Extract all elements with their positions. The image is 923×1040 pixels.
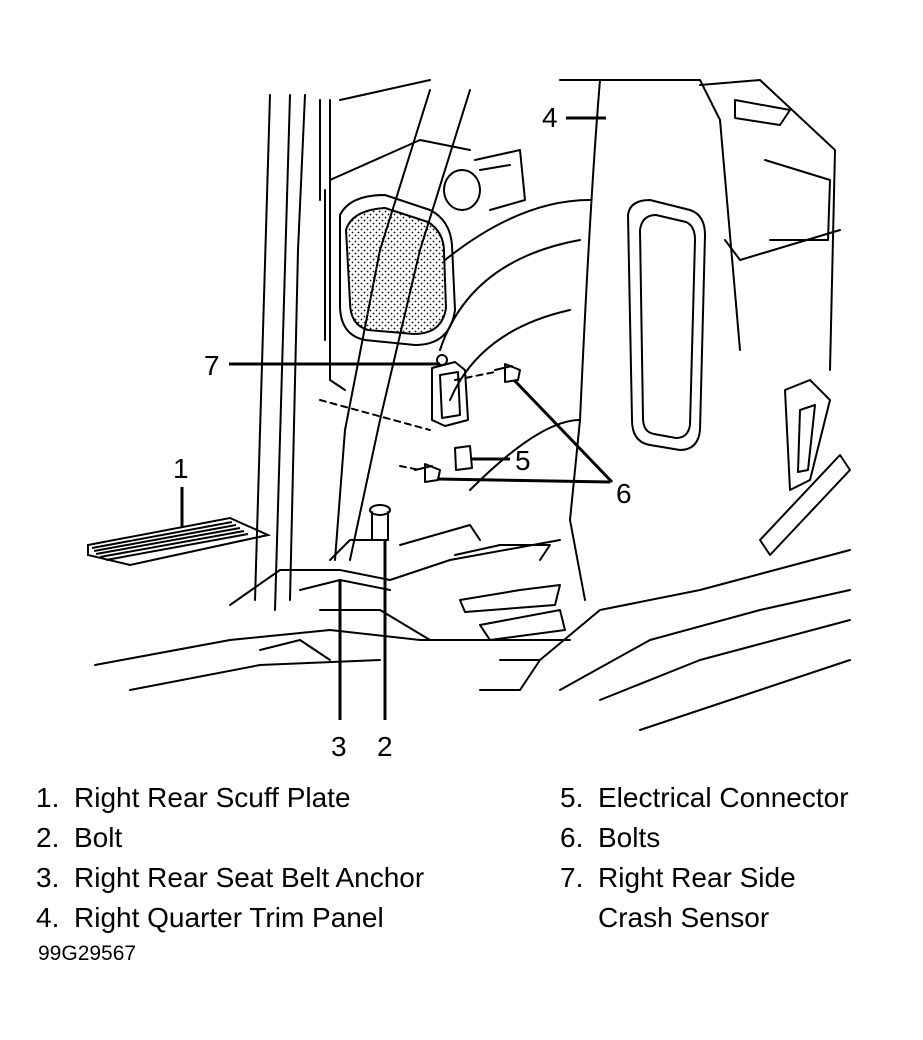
callout-3: 3 [331, 731, 347, 762]
callout-5: 5 [515, 445, 531, 476]
figure-id: 99G29567 [38, 942, 137, 965]
callout-6: 6 [616, 478, 632, 509]
leader-6a [512, 378, 614, 484]
exploded-view-diagram: 1 2 3 4 5 6 7 [87, 79, 851, 762]
legend-item-2: 2.Bolt [36, 822, 123, 853]
legend-item-7: 7.Right Rear Side [560, 862, 796, 893]
scuff-plate-drawing [87, 516, 272, 567]
legend-right-column: 5.Electrical Connector 6.Bolts 7.Right R… [560, 778, 920, 938]
legend-item-5: 5.Electrical Connector [560, 782, 849, 813]
legend-item-6: 6.Bolts [560, 822, 661, 853]
legend-item-3: 3.Right Rear Seat Belt Anchor [36, 862, 425, 893]
legend-left-column: 1.Right Rear Scuff Plate 2.Bolt 3.Right … [36, 778, 536, 938]
callout-7: 7 [204, 350, 220, 381]
legend-item-4: 4.Right Quarter Trim Panel [36, 902, 384, 933]
callout-1: 1 [173, 453, 189, 484]
callout-4: 4 [542, 102, 558, 133]
body-structure-drawing [94, 79, 851, 731]
leader-6b [436, 477, 611, 484]
legend-item-1: 1.Right Rear Scuff Plate [36, 782, 351, 813]
legend-item-7-continued: Crash Sensor [598, 902, 770, 933]
callout-2: 2 [377, 731, 393, 762]
leader-lines [180, 116, 614, 720]
callout-labels: 1 2 3 4 5 6 7 [173, 102, 632, 762]
